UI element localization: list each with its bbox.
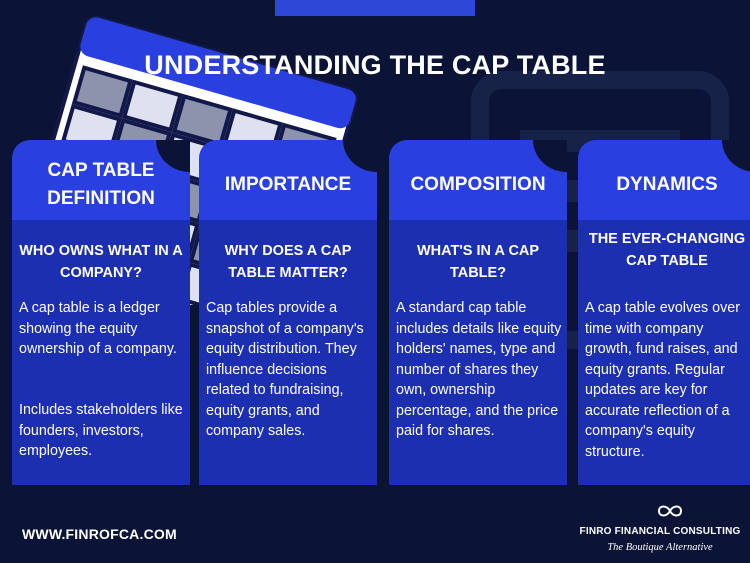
card-paragraph: A cap table is a ledger showing the equi…: [19, 300, 177, 357]
website-url: WWW.FINROFCA.COM: [22, 526, 177, 542]
card-subheading: WHO OWNS WHAT IN A COMPANY?: [19, 243, 183, 281]
card-dynamics: DYNAMICS THE EVER-CHANGING CAP TABLE A c…: [578, 140, 750, 485]
card-body: [199, 220, 377, 485]
card-paragraph: A standard cap table includes details li…: [396, 300, 562, 439]
card-paragraph: Cap tables provide a snapshot of a compa…: [206, 300, 364, 439]
card-body: [12, 220, 190, 485]
card-header: [578, 140, 750, 220]
card-cap-table-definition: CAP TABLE DEFINITION WHO OWNS WHAT IN A …: [12, 140, 190, 485]
page-title: UNDERSTANDING THE CAP TABLE: [144, 50, 606, 80]
infinity-logo-icon: [657, 505, 683, 517]
card-heading: CAP TABLE DEFINITION: [47, 160, 155, 209]
card-paragraph: A cap table evolves over time with compa…: [585, 300, 740, 460]
card-body: [578, 220, 750, 485]
card-subheading: THE EVER-CHANGING CAP TABLE: [588, 231, 746, 269]
card-composition: COMPOSITION WHAT'S IN A CAP TABLE? A sta…: [389, 140, 567, 485]
brand-name: FINRO FINANCIAL CONSULTING: [579, 526, 741, 537]
card-heading: IMPORTANCE: [224, 174, 352, 195]
card-heading: COMPOSITION: [410, 174, 546, 195]
card-importance: IMPORTANCE WHY DOES A CAP TABLE MATTER? …: [199, 140, 377, 485]
card-subheading: WHY DOES A CAP TABLE MATTER?: [224, 243, 352, 281]
card-paragraph: Includes stakeholders like founders, inv…: [19, 402, 183, 459]
brand-tagline: The Boutique Alternative: [607, 542, 713, 553]
top-accent-bar: [275, 0, 475, 16]
card-subheading: WHAT'S IN A CAP TABLE?: [416, 243, 540, 281]
card-body: [389, 220, 567, 485]
card-heading: DYNAMICS: [616, 174, 718, 195]
